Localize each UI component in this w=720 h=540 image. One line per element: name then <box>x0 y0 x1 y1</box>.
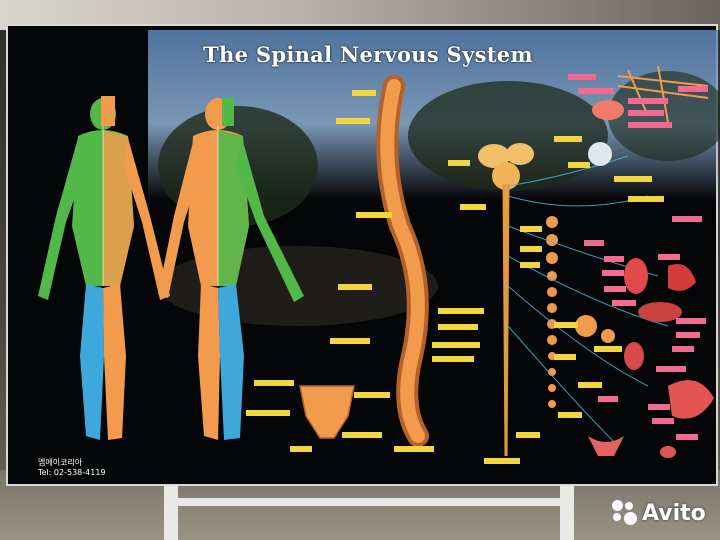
poster-title: The Spinal Nervous System <box>203 42 533 67</box>
ganglia-chain <box>546 216 615 408</box>
poster-stand <box>140 486 590 540</box>
spine-column <box>376 75 429 447</box>
publisher-phone: Tel: 02-538-4119 <box>38 468 106 477</box>
avito-logo-icon <box>612 500 638 526</box>
sacrum-bone <box>299 385 355 439</box>
brain-spinal-cord <box>478 143 534 457</box>
publisher-name: 엠에이코리아 <box>38 458 83 467</box>
plexus-diagram <box>617 65 709 123</box>
body-figure-back <box>38 96 170 440</box>
organs <box>588 100 714 458</box>
publisher-footer: 엠에이코리아 Tel: 02-538-4119 <box>38 458 106 478</box>
poster-artwork <box>38 65 720 458</box>
tree-reflection <box>608 71 720 161</box>
poster-frame: The Spinal Nervous System 엠에이코리아 Tel: 02… <box>6 24 720 486</box>
avito-wordmark: Avito <box>642 500 706 526</box>
avito-watermark: Avito <box>612 500 706 526</box>
body-figure-front <box>158 98 304 440</box>
